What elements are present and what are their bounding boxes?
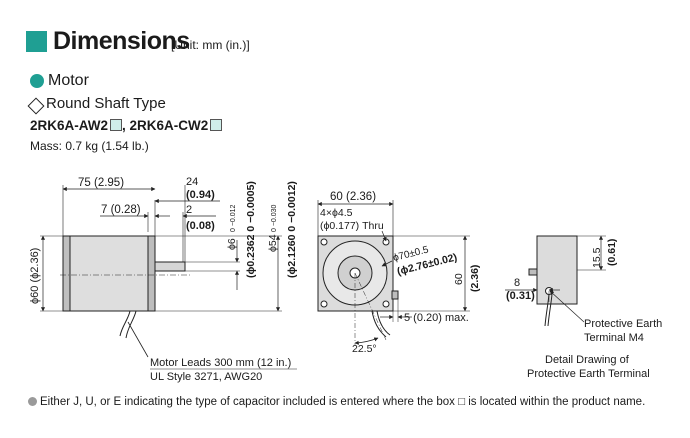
svg-text:0 −0.012: 0 −0.012 (230, 204, 237, 232)
svg-text:(0.31): (0.31) (506, 290, 535, 302)
svg-text:(ϕ0.2362 0 −0.0005): (ϕ0.2362 0 −0.0005) (245, 181, 257, 278)
footnote: Either J, U, or E indicating the type of… (28, 396, 645, 408)
bullet-icon (30, 74, 44, 88)
svg-text:Terminal M4: Terminal M4 (584, 332, 644, 344)
dim-60: 60 (2.36) (330, 191, 376, 203)
page-title: Dimensions (53, 27, 190, 55)
svg-text:Protective Earth Terminal: Protective Earth Terminal (527, 368, 650, 380)
svg-text:(2.36): (2.36) (469, 265, 481, 292)
side-view (40, 185, 282, 358)
svg-text:8: 8 (514, 277, 520, 289)
detail-caption: Detail Drawing of (545, 354, 630, 366)
svg-text:2: 2 (186, 204, 192, 216)
svg-text:(ϕ0.177) Thru: (ϕ0.177) Thru (320, 220, 384, 232)
svg-text:0 −0.030: 0 −0.030 (271, 204, 278, 232)
svg-text:UL Style 3271, AWG20: UL Style 3271, AWG20 (150, 371, 262, 383)
motor-body (62, 235, 156, 312)
svg-text:24: 24 (186, 176, 198, 188)
svg-text:ϕ54: ϕ54 (267, 234, 279, 252)
svg-text:15.5: 15.5 (591, 247, 603, 268)
product-line: 2RK6A-AW2, 2RK6A-CW2 (30, 118, 223, 133)
capacitor-box-icon (210, 119, 223, 131)
svg-text:ϕ6: ϕ6 (226, 238, 238, 250)
product-name-2: 2RK6A-CW2 (129, 118, 209, 133)
dim-75: 75 (2.95) (78, 177, 124, 189)
svg-text:5 (0.20) max.: 5 (0.20) max. (404, 312, 469, 324)
detail-view (505, 235, 606, 327)
dim-phi60: ϕ60 (ϕ2.36) (29, 248, 41, 304)
note-bullet-icon (28, 397, 37, 406)
svg-text:(0.08): (0.08) (186, 220, 215, 232)
svg-text:60: 60 (453, 273, 465, 285)
capacitor-box-icon (110, 119, 123, 131)
svg-text:(ϕ2.1260 0 −0.0012): (ϕ2.1260 0 −0.0012) (286, 181, 298, 278)
pe-label: Protective Earth (584, 318, 662, 330)
leads-note: Motor Leads 300 mm (12 in.) (150, 357, 291, 369)
svg-text:22.5°: 22.5° (352, 343, 377, 355)
mass-label: Mass: 0.7 kg (1.54 lb.) (30, 139, 149, 153)
front-view (317, 200, 470, 345)
svg-text:7 (0.28): 7 (0.28) (101, 204, 141, 216)
product-name-1: 2RK6A-AW2 (30, 118, 109, 133)
section-marker (26, 31, 47, 52)
shaft (154, 261, 186, 272)
unit-label: [Unit: mm (in.)] (171, 38, 250, 52)
section-subtitle: Round Shaft Type (46, 95, 166, 112)
svg-text:(0.94): (0.94) (186, 189, 215, 201)
svg-text:(0.61): (0.61) (606, 239, 618, 266)
section-title: Motor (48, 72, 89, 89)
svg-text:4×ϕ4.5: 4×ϕ4.5 (320, 207, 353, 219)
